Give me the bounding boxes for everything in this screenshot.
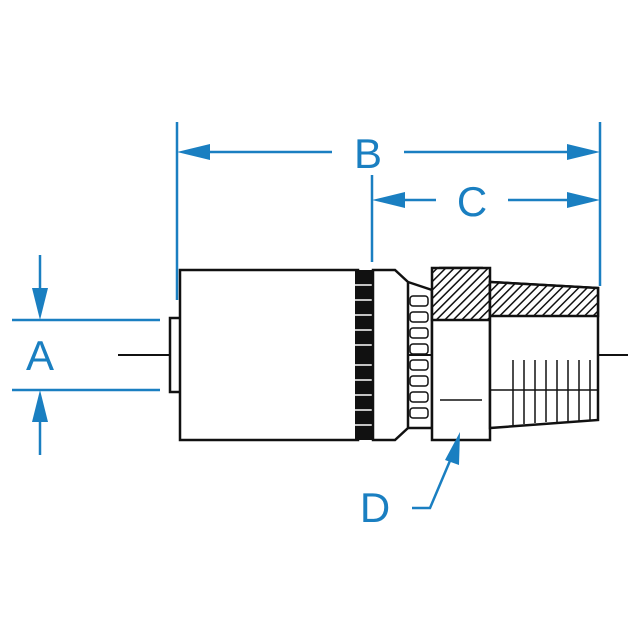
threaded-end <box>488 280 600 430</box>
label-b: B <box>354 130 382 177</box>
hex-nut <box>430 266 492 442</box>
neck <box>371 268 434 442</box>
dimension-a: A <box>12 255 160 455</box>
dimension-c: C <box>370 175 600 262</box>
label-d: D <box>360 484 390 531</box>
dimension-b: B <box>175 122 602 300</box>
dimension-d: D <box>360 432 460 531</box>
socket-body <box>168 268 373 442</box>
label-c: C <box>457 178 487 225</box>
label-a: A <box>26 332 54 379</box>
